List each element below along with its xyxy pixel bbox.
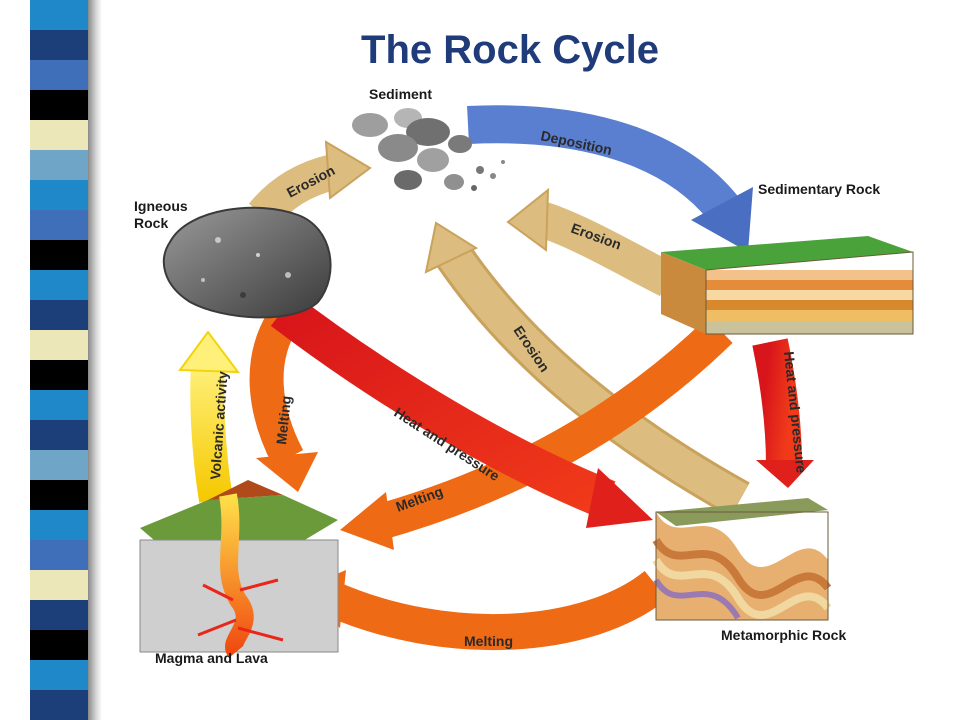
stripe-segment <box>30 330 88 360</box>
stripe-segment <box>30 30 88 60</box>
label-igneous-line2: Rock <box>134 215 169 231</box>
rock-cycle-svg: Erosion Erosion Erosion Deposition Melti… <box>139 105 914 658</box>
arrow-melting-sedimentary <box>340 317 733 550</box>
stripe-segment <box>30 300 88 330</box>
rock-cycle-diagram: Erosion Erosion Erosion Deposition Melti… <box>108 80 960 720</box>
stripe-segment <box>30 180 88 210</box>
magma-lava-block <box>139 480 339 658</box>
sediment-pile <box>352 108 505 191</box>
stripe-segment <box>30 60 88 90</box>
label-melting-igneous: Melting <box>273 395 294 445</box>
decorative-stripe-bar <box>0 0 108 720</box>
arrow-heat-pressure-igneous <box>270 294 653 528</box>
stripe-segment <box>30 390 88 420</box>
arrow-melting-metamorphic <box>300 570 668 650</box>
stripe-segment <box>30 690 88 720</box>
label-magma: Magma and Lava <box>155 650 268 666</box>
stripe-segment <box>30 420 88 450</box>
stripe-segment <box>30 660 88 690</box>
label-igneous-line1: Igneous <box>134 198 188 214</box>
stripe-segment <box>30 450 88 480</box>
stripe-segment <box>30 210 88 240</box>
stripe-segment <box>30 630 88 660</box>
igneous-rock <box>162 206 332 319</box>
metamorphic-block <box>652 498 832 621</box>
arrow-melting-igneous <box>249 310 318 492</box>
stripe-segment <box>30 270 88 300</box>
slide-title: The Rock Cycle <box>361 28 659 72</box>
stripe-segment <box>30 150 88 180</box>
stripe-segment <box>30 600 88 630</box>
stripe-bar-edge <box>0 0 30 720</box>
stripe-segment <box>30 240 88 270</box>
stripe-bar-shadow <box>88 0 102 720</box>
label-melting-metamorphic: Melting <box>464 633 513 649</box>
label-metamorphic: Metamorphic Rock <box>721 627 847 643</box>
arrow-volcanic <box>178 330 241 503</box>
arrow-erosion-sedimentary <box>506 187 677 297</box>
stripe-segment <box>30 90 88 120</box>
sedimentary-block <box>661 236 914 335</box>
arrow-heat-pressure-sedimentary <box>752 338 814 488</box>
stripe-segment <box>30 540 88 570</box>
arrow-deposition <box>467 105 753 252</box>
stripe-segment <box>30 0 88 30</box>
stripe-segment <box>30 120 88 150</box>
stripe-segment <box>30 510 88 540</box>
label-volcanic: Volcanic activity <box>207 370 231 480</box>
stripe-segment <box>30 570 88 600</box>
label-sedimentary: Sedimentary Rock <box>758 181 881 197</box>
stripe-segment <box>30 360 88 390</box>
label-sediment: Sediment <box>369 86 433 102</box>
stripe-segment <box>30 480 88 510</box>
